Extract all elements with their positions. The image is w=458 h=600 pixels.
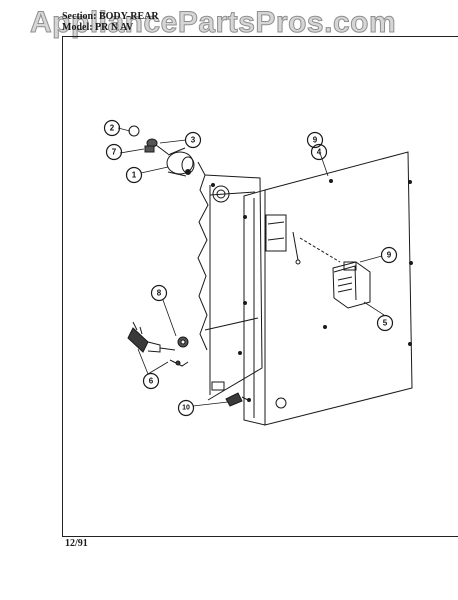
electrical-box: [332, 261, 371, 309]
callout-label-8: 8: [157, 289, 162, 298]
callout-labels: 1 2 3 4 5 6 7 8 9 9 10: [110, 124, 392, 412]
frame-top-rule: [62, 36, 458, 37]
frame-bottom-rule: [62, 536, 458, 537]
callouts: [103, 119, 398, 417]
grommet: [177, 336, 189, 348]
light-assembly: [128, 125, 169, 155]
callout-1: [125, 166, 143, 184]
callout-9-box: [380, 246, 398, 264]
callout-7: [105, 143, 123, 161]
callout-8: [150, 284, 168, 302]
model-heading: Model: PR N AV: [62, 22, 133, 33]
callout-10: [177, 399, 195, 417]
rear-panel: [243, 151, 413, 426]
model-value: PR N AV: [95, 22, 134, 33]
callout-label-7: 7: [112, 148, 117, 157]
cabinet-body: [197, 161, 263, 401]
terminal-plug: [127, 321, 189, 367]
callout-4: [310, 143, 328, 161]
callout-label-9-top: 9: [313, 136, 318, 145]
frame-left-rule: [62, 36, 63, 536]
watermark: AppliancePartsPros.com: [29, 6, 397, 40]
section-heading: Section: BODY-REAR: [62, 11, 159, 22]
callout-label-1: 1: [132, 171, 137, 180]
callout-label-5: 5: [383, 319, 388, 328]
callout-label-2: 2: [110, 124, 115, 133]
section-label: Section:: [62, 11, 97, 22]
callout-label-6: 6: [149, 377, 154, 386]
date-code: 12/91: [65, 538, 88, 549]
callout-3: [184, 131, 202, 149]
callout-label-10: 10: [182, 405, 190, 412]
blower-motor: [166, 147, 195, 177]
leader-lines: [117, 127, 385, 407]
fitting: [225, 392, 249, 407]
callout-6: [142, 372, 160, 390]
callout-2: [103, 119, 121, 137]
section-value: BODY-REAR: [98, 11, 159, 22]
callout-5: [376, 314, 394, 332]
callout-label-3: 3: [191, 136, 196, 145]
callout-label-9-box: 9: [387, 251, 392, 260]
model-label: Model:: [62, 22, 93, 33]
callout-9-top: [306, 131, 324, 149]
callout-label-4: 4: [317, 148, 322, 157]
